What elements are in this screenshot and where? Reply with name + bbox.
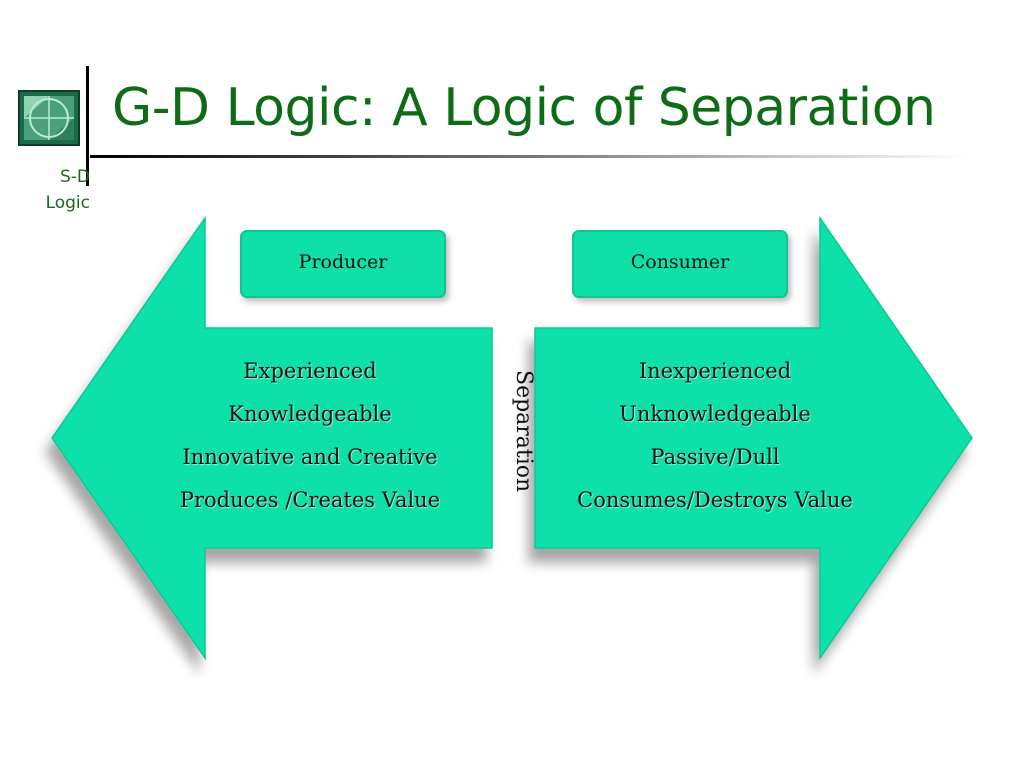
side-label: S-D Logic [30, 164, 90, 216]
header-horizontal-rule [90, 155, 970, 158]
producer-trait: Knowledgeable [228, 402, 392, 426]
producer-trait: Innovative and Creative [182, 445, 438, 469]
consumer-trait: Consumes/Destroys Value [577, 488, 853, 512]
slide-title: G-D Logic: A Logic of Separation [112, 78, 936, 138]
side-label-line1: S-D [59, 167, 90, 187]
green-square-logo-icon [18, 90, 80, 146]
producer-label: Producer [298, 251, 388, 273]
side-label-line2: Logic [45, 193, 90, 213]
producer-trait: Produces /Creates Value [179, 488, 441, 512]
producer-box: Producer [240, 230, 446, 298]
producer-traits: Experienced Knowledgeable Innovative and… [150, 350, 470, 522]
consumer-trait: Unknowledgeable [619, 402, 811, 426]
header-vertical-rule [86, 66, 89, 186]
consumer-trait: Inexperienced [638, 359, 792, 383]
separation-label: Separation [511, 370, 536, 493]
consumer-trait: Passive/Dull [650, 445, 780, 469]
consumer-label: Consumer [630, 251, 730, 273]
left-arrow [51, 215, 493, 661]
consumer-traits: Inexperienced Unknowledgeable Passive/Du… [545, 350, 885, 522]
right-arrow [534, 215, 973, 661]
consumer-box: Consumer [572, 230, 788, 298]
producer-trait: Experienced [243, 359, 377, 383]
